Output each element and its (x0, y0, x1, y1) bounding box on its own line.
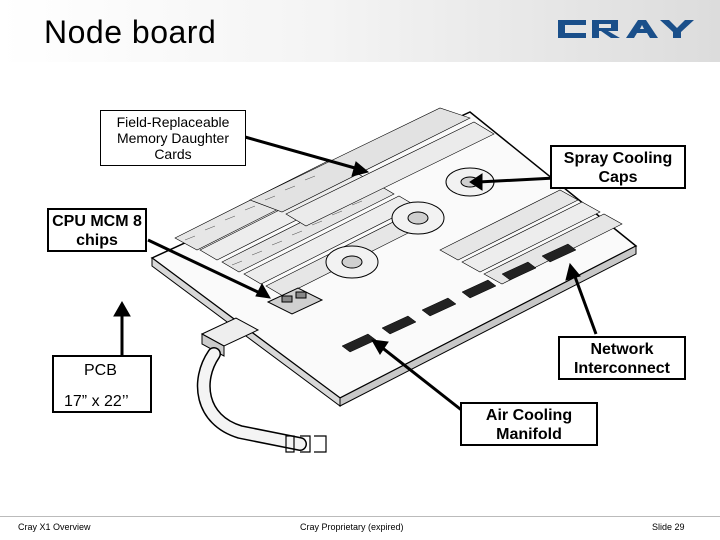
callout-air-cooling-manifold: Air Cooling Manifold (460, 402, 598, 446)
footer-divider (0, 516, 720, 517)
callout-memory-cards: Field-Replaceable Memory Daughter Cards (100, 110, 246, 166)
callout-spray-cooling-caps: Spray Cooling Caps (550, 145, 686, 189)
footer-left: Cray X1 Overview (18, 522, 91, 532)
pcb-size: 17” x 22’’ (54, 392, 150, 411)
pcb-label: PCB (54, 361, 150, 380)
callout-pcb: PCB 17” x 22’’ (52, 355, 152, 413)
footer-center: Cray Proprietary (expired) (300, 522, 404, 532)
callout-network-interconnect: Network Interconnect (558, 336, 686, 380)
footer-slide-number: Slide 29 (652, 522, 685, 532)
callout-cpu-mcm: CPU MCM 8 chips (47, 208, 147, 252)
